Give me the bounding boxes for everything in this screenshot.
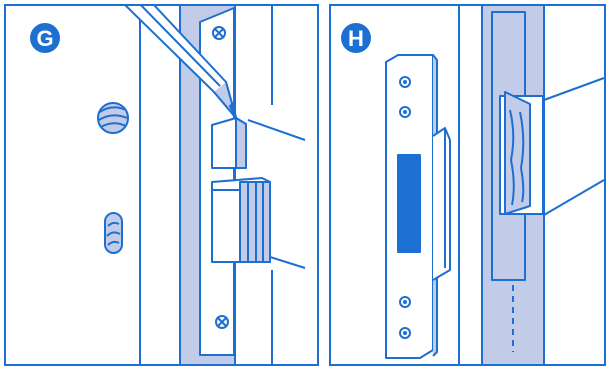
badge-g-label: G [36, 26, 53, 51]
screw-icon [213, 27, 225, 39]
mortise-icon [500, 92, 543, 214]
deadbolt [212, 178, 270, 262]
strike-plate-icon [386, 55, 450, 358]
panel-h: H [330, 0, 605, 369]
panel-g: G [5, 0, 318, 369]
keyhole [105, 213, 122, 253]
screw-icon [216, 316, 228, 328]
badge-h-label: H [348, 26, 364, 51]
latch-bolt-icon [212, 118, 246, 168]
spindle-hole [98, 103, 128, 133]
